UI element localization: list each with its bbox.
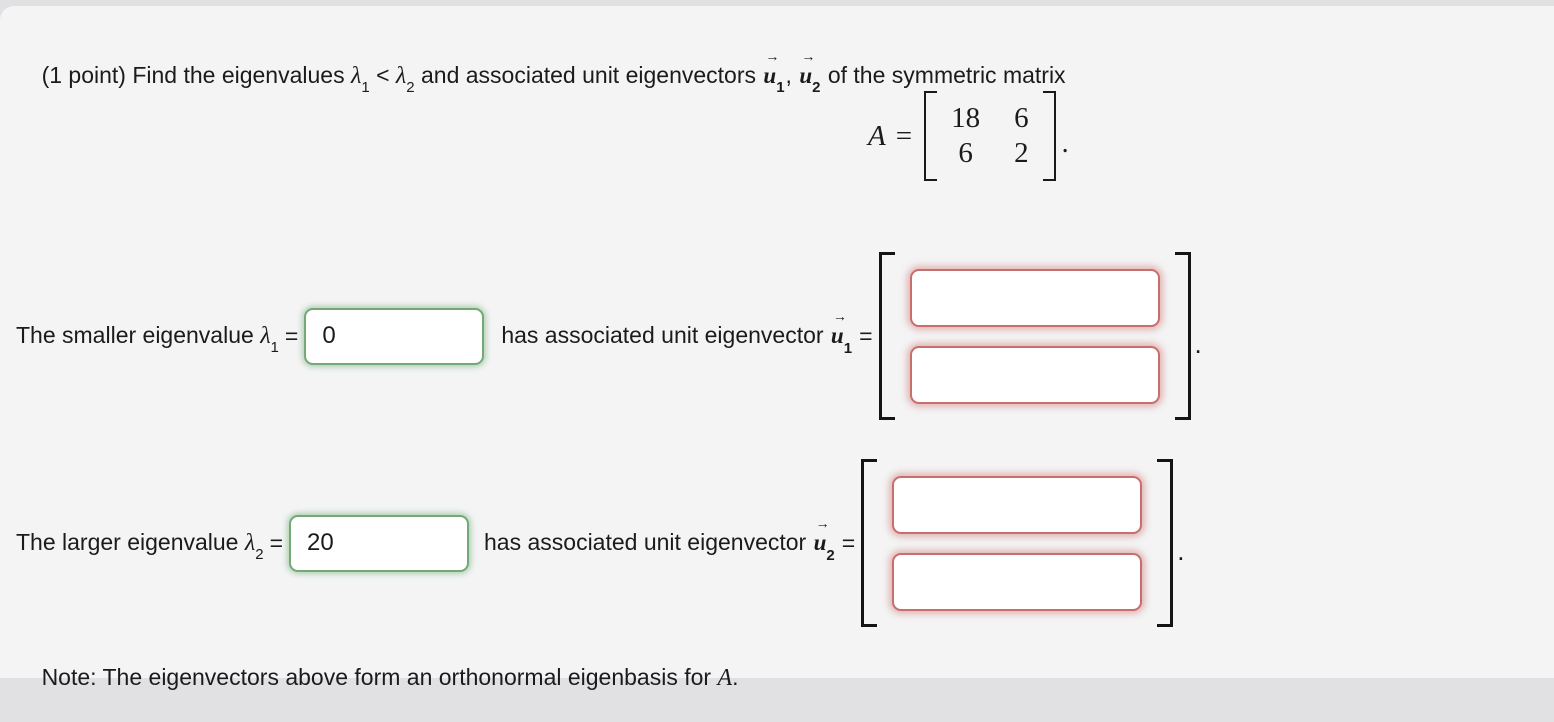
lambda1-symbol: λ bbox=[350, 62, 362, 89]
eigenvector-label: has associated unit eigenvector →u1 bbox=[501, 310, 853, 357]
larger-eigenvalue-label: The larger eigenvalue λ2 bbox=[16, 528, 264, 564]
vector-arrow-icon: → bbox=[765, 49, 779, 65]
smaller-eigenvalue-label: The smaller eigenvalue λ1 bbox=[16, 321, 279, 357]
lambda2-symbol: λ bbox=[244, 529, 256, 556]
larger-eigenvalue-row: The larger eigenvalue λ2 = has associate… bbox=[16, 458, 1184, 628]
left-bracket bbox=[878, 252, 895, 420]
right-bracket bbox=[1157, 459, 1174, 627]
vector-arrow-icon: → bbox=[801, 49, 815, 65]
vector-arrow-icon: → bbox=[832, 310, 847, 326]
matrix-entry-11: 18 bbox=[951, 102, 981, 134]
u2-y-answer-input[interactable] bbox=[892, 552, 1143, 611]
equals-sign: = bbox=[841, 529, 856, 556]
matrix-display: A = 18 6 6 2 . bbox=[868, 90, 1069, 182]
u2-vector-answer: . bbox=[861, 458, 1184, 628]
u1-vector-answer: . bbox=[878, 251, 1202, 421]
matrix-entries: 18 6 6 2 bbox=[937, 98, 1043, 174]
right-bracket bbox=[1042, 91, 1056, 181]
equals-sign: = bbox=[269, 529, 284, 556]
u1-x-answer-input[interactable] bbox=[909, 268, 1160, 327]
u1-y-answer-input[interactable] bbox=[909, 345, 1160, 404]
lambda1-symbol: λ bbox=[260, 322, 271, 349]
statement-text: and associated unit eigenvectors bbox=[414, 61, 763, 88]
problem-statement: (1 point) Find the eigenvalues λ1 < λ2 a… bbox=[16, 32, 1066, 120]
statement-text: of the symmetric matrix bbox=[821, 61, 1066, 88]
matrix-entry-22: 2 bbox=[1014, 137, 1029, 169]
u2-vector-symbol: →u2 bbox=[813, 517, 835, 564]
u1-entries-column bbox=[909, 268, 1160, 404]
equals-sign: = bbox=[284, 322, 299, 349]
vector-arrow-icon: → bbox=[815, 517, 830, 533]
period: . bbox=[732, 663, 739, 690]
note-line: Note: The eigenvectors above form an ort… bbox=[16, 634, 739, 722]
period: . bbox=[1177, 535, 1185, 566]
lambda2-answer-input[interactable] bbox=[289, 514, 470, 572]
u1-vector-symbol: →u1 bbox=[763, 49, 785, 97]
lambda2-symbol: λ bbox=[395, 62, 407, 89]
u1-vector-symbol: →u1 bbox=[830, 310, 853, 357]
problem-panel: (1 point) Find the eigenvalues λ1 < λ2 a… bbox=[0, 6, 1554, 691]
left-bracket bbox=[924, 91, 938, 181]
u2-vector-symbol: →u2 bbox=[799, 49, 821, 97]
note-text: Note: The eigenvectors above form an ort… bbox=[41, 663, 718, 690]
smaller-eigenvalue-row: The smaller eigenvalue λ1 = has associat… bbox=[16, 251, 1202, 421]
equals-sign: = bbox=[895, 119, 913, 152]
matrix-A-symbol: A bbox=[868, 119, 886, 152]
statement-text: (1 point) Find the eigenvalues bbox=[41, 61, 351, 88]
lambda1-answer-input[interactable] bbox=[304, 307, 485, 365]
u2-entries-column bbox=[892, 475, 1143, 611]
u2-x-answer-input[interactable] bbox=[892, 475, 1143, 534]
comma: , bbox=[785, 61, 799, 88]
equals-sign: = bbox=[859, 322, 873, 349]
eigenvector-label: has associated unit eigenvector →u2 bbox=[484, 517, 835, 564]
matrix-entry-21: 6 bbox=[958, 137, 973, 169]
period: . bbox=[1061, 128, 1069, 159]
matrix-entry-12: 6 bbox=[1014, 102, 1029, 134]
lambda2-subscript: 2 bbox=[406, 79, 415, 97]
right-bracket bbox=[1174, 252, 1191, 420]
lambda1-subscript: 1 bbox=[361, 79, 370, 97]
period: . bbox=[1194, 328, 1202, 359]
left-bracket bbox=[861, 459, 878, 627]
less-than: < bbox=[369, 61, 396, 88]
